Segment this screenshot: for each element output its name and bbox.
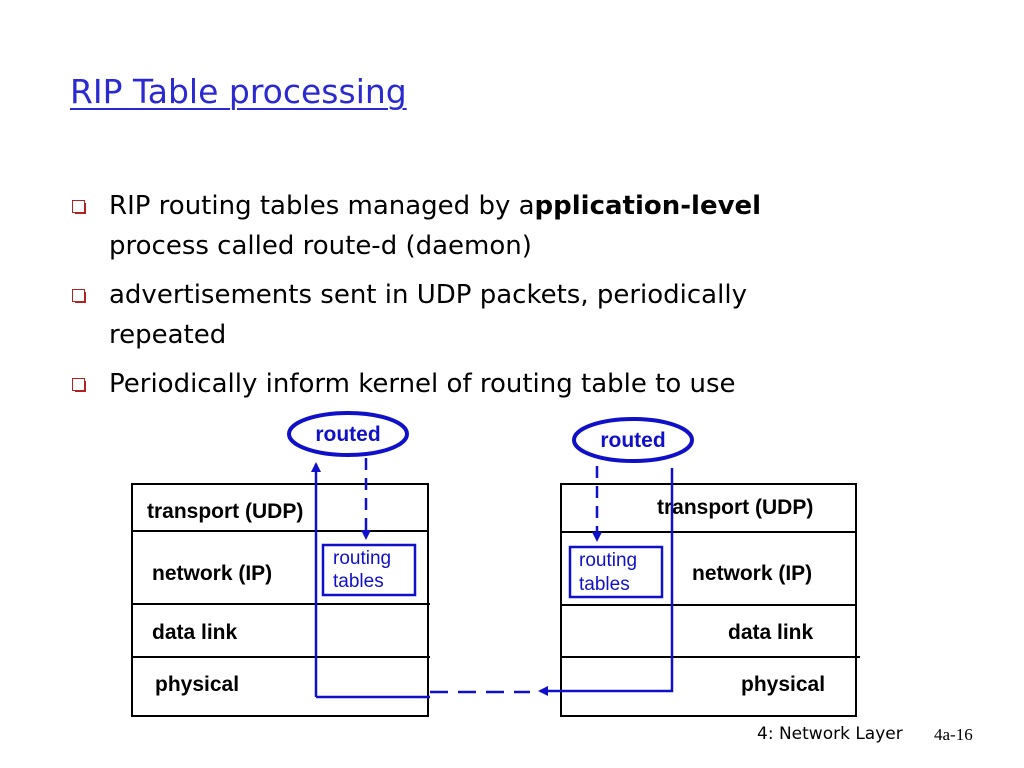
checkbox-bullet-icon bbox=[72, 289, 86, 303]
bullet-line: process called route-d (daemon) bbox=[109, 231, 532, 261]
left-routed-daemon bbox=[287, 411, 409, 457]
bullet-line: Periodically inform kernel of routing ta… bbox=[109, 369, 736, 399]
footer-page-number: 4a-16 bbox=[934, 725, 973, 744]
bullet-bold-text: pplication-level bbox=[534, 191, 762, 221]
right-routing-tables-label: routing bbox=[579, 550, 637, 571]
left-routed-label: routed bbox=[315, 423, 380, 446]
bullet-item: advertisements sent in UDP packets, peri… bbox=[72, 275, 972, 355]
right-protocol-stack: transport (UDP) network (IP) data link p… bbox=[538, 417, 860, 717]
right-datalink-label: data link bbox=[728, 621, 814, 644]
left-network-label: network (IP) bbox=[152, 562, 272, 585]
left-stack-frame bbox=[131, 483, 429, 717]
left-routing-tables-label: tables bbox=[333, 571, 384, 592]
left-transport-label: transport (UDP) bbox=[147, 500, 303, 523]
bullet-item: RIP routing tables managed by applicatio… bbox=[72, 186, 972, 266]
right-routing-tables-box bbox=[568, 545, 664, 599]
right-routed-label: routed bbox=[600, 429, 665, 452]
bullet-line: advertisements sent in UDP packets, peri… bbox=[109, 280, 747, 310]
right-stack-frame bbox=[560, 483, 857, 717]
left-routing-tables-label: routing bbox=[333, 548, 391, 569]
right-routed-daemon bbox=[572, 417, 694, 463]
bullet-line: repeated bbox=[109, 320, 227, 350]
right-down-path-arrow bbox=[538, 468, 674, 696]
bullet-item: Periodically inform kernel of routing ta… bbox=[72, 364, 972, 404]
left-protocol-stack: transport (UDP) network (IP) data link p… bbox=[131, 411, 430, 717]
footer-chapter: 4: Network Layer bbox=[757, 724, 903, 744]
bullet-line: RIP routing tables managed by applicatio… bbox=[109, 186, 972, 226]
right-routing-tables-label: tables bbox=[579, 574, 630, 595]
right-physical-label: physical bbox=[741, 673, 825, 696]
bullet-list: RIP routing tables managed by applicatio… bbox=[72, 186, 972, 413]
slide-title: RIP Table processing bbox=[70, 72, 407, 111]
left-routing-tables-box bbox=[321, 543, 417, 597]
checkbox-bullet-icon bbox=[72, 200, 86, 214]
right-transport-label: transport (UDP) bbox=[657, 496, 813, 519]
left-physical-label: physical bbox=[155, 673, 239, 696]
left-datalink-label: data link bbox=[152, 621, 238, 644]
bullet-text: RIP routing tables managed by a bbox=[109, 191, 535, 221]
right-network-label: network (IP) bbox=[692, 562, 812, 585]
checkbox-bullet-icon bbox=[72, 378, 86, 392]
